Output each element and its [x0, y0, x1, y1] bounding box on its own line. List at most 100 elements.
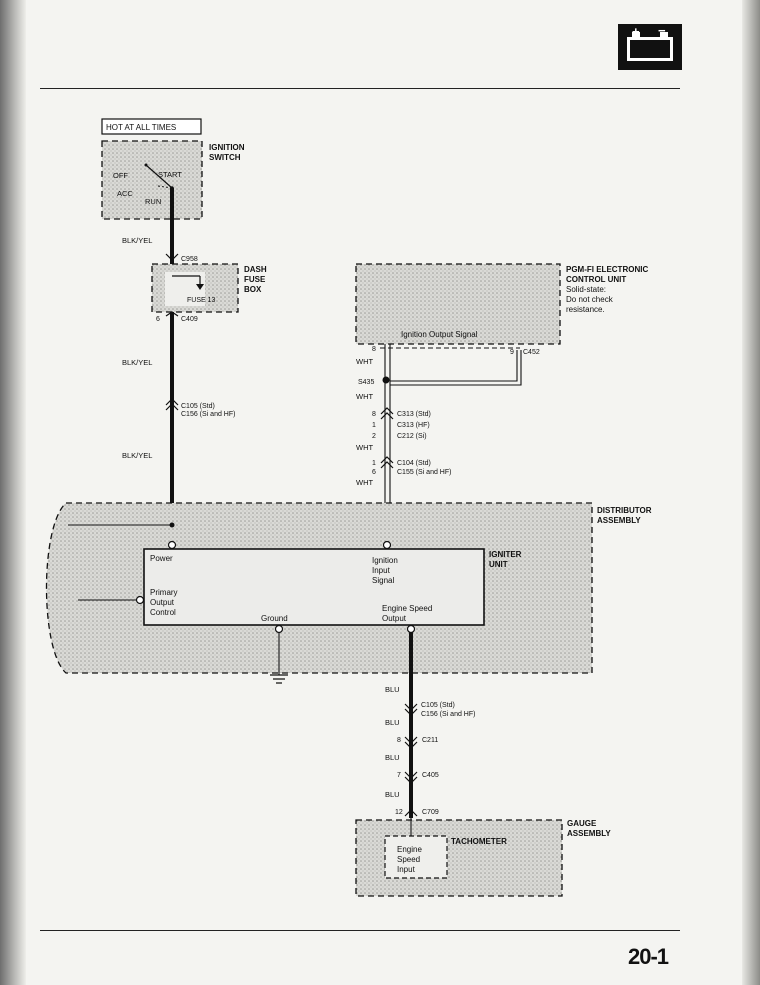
hot-at-all-times-box: [101, 118, 202, 135]
connector-pin: 6: [372, 469, 376, 476]
igniter-terminal-ground: Ground: [261, 614, 288, 623]
distributor-label: ASSEMBLY: [597, 516, 641, 525]
tachometer-label: TACHOMETER: [451, 837, 507, 846]
ground-icon: [270, 674, 288, 684]
connector-c156-si-hf: C156 (Si and HF): [181, 411, 235, 418]
igniter-unit-box: [143, 548, 485, 626]
connector-symbol: [404, 736, 418, 749]
connector-symbol: [404, 703, 418, 716]
header-rule: [40, 88, 680, 89]
page-edge-shadow: [742, 0, 760, 985]
connector-symbol: [380, 407, 394, 420]
connector-pin: 1: [372, 422, 376, 429]
connector-c313-std: C313 (Std): [397, 411, 431, 418]
ignition-switch-label: SWITCH: [209, 153, 241, 162]
connector-symbol: [380, 456, 394, 469]
igniter-terminal-ignition-input: Signal: [372, 576, 394, 585]
wire-color-label: BLU: [385, 790, 400, 799]
connector-pin: 9: [510, 349, 514, 356]
ecu-note: Do not check: [566, 295, 614, 304]
gauge-assembly-label: ASSEMBLY: [567, 829, 611, 838]
terminal-ignition-input: [382, 540, 392, 550]
switch-position-start: START: [158, 170, 182, 179]
junction-dot: [169, 522, 175, 528]
connector-c156-si-hf: C156 (Si and HF): [421, 711, 475, 718]
dash-fuse-box-label: FUSE: [244, 275, 266, 284]
switch-lever: [145, 164, 173, 189]
switch-position-acc: ACC: [117, 189, 133, 198]
igniter-terminal-power: Power: [150, 554, 173, 563]
wire-color-label: WHT: [356, 392, 373, 401]
ecu-label: PGM-FI ELECTRONIC: [566, 265, 648, 274]
ecu-note: Solid-state:: [566, 285, 606, 294]
wire-color-label: BLK/YEL: [122, 451, 152, 460]
igniter-unit-label: UNIT: [489, 560, 508, 569]
connector-symbol: [165, 398, 179, 411]
igniter-terminal-engine-speed: Output: [382, 614, 407, 623]
wire-color-label: BLU: [385, 753, 400, 762]
connector-c709: C709: [422, 809, 439, 816]
battery-icon: +−: [618, 24, 682, 70]
switch-position-off: OFF: [113, 171, 128, 180]
terminal-power: [167, 540, 177, 550]
fuse-area: [165, 272, 205, 306]
ignition-output-signal-label: Ignition Output Signal: [401, 330, 478, 339]
igniter-unit-label: IGNITER: [489, 550, 522, 559]
igniter-terminal-primary: Primary: [150, 588, 178, 597]
dash-fuse-box-label: BOX: [244, 285, 262, 294]
connector-pin: 1: [372, 460, 376, 467]
connector-pin: 7: [397, 772, 401, 779]
connector-c958: C958: [181, 256, 198, 263]
connector-pin: 8: [397, 737, 401, 744]
igniter-terminal-ignition-input: Input: [372, 566, 391, 575]
footer-rule: [40, 930, 680, 931]
wire-color-label: BLU: [385, 718, 400, 727]
dash-fuse-box-label: DASH: [244, 265, 267, 274]
wire-color-label: WHT: [356, 357, 373, 366]
hot-at-all-times-label: HOT AT ALL TIMES: [106, 123, 176, 132]
igniter-terminal-engine-speed: Engine Speed: [382, 604, 432, 613]
connector-c104-std: C104 (Std): [397, 460, 431, 467]
connector-c105-std: C105 (Std): [181, 403, 215, 410]
connector-c452: C452: [523, 349, 540, 356]
connector-symbol: [404, 809, 418, 817]
page-binding-shadow: [0, 0, 26, 985]
connector-c155-si-hf: C155 (Si and HF): [397, 469, 451, 476]
connector-c313-hf: C313 (HF): [397, 422, 430, 429]
tach-input-label: Engine: [397, 845, 422, 854]
splice-label: S435: [358, 379, 374, 386]
ecu-box: [355, 263, 561, 345]
ignition-switch-box: [101, 140, 203, 220]
terminal-ground: [274, 624, 284, 634]
gauge-assembly-label: GAUGE: [567, 819, 597, 828]
wire-color-label: BLK/YEL: [122, 358, 152, 367]
connector-symbol: [404, 771, 418, 784]
connector-symbol: [165, 311, 179, 317]
igniter-terminal-primary: Output: [150, 598, 175, 607]
connector-pin: 8: [372, 346, 376, 353]
connector-pin: 12: [395, 809, 403, 816]
switch-contact: [144, 163, 148, 167]
connector-symbol: [165, 253, 179, 261]
ignition-switch-label: IGNITION: [209, 143, 245, 152]
connector-pin: 8: [372, 411, 376, 418]
wire-color-label: WHT: [356, 443, 373, 452]
ecu-label: CONTROL UNIT: [566, 275, 626, 284]
igniter-terminal-ignition-input: Ignition: [372, 556, 398, 565]
connector-c211: C211: [422, 737, 438, 744]
wire-color-label: BLU: [385, 685, 400, 694]
tachometer-box: [384, 835, 448, 879]
page-number: 20-1: [628, 944, 669, 969]
tach-input-label: Input: [397, 865, 416, 874]
terminal-engine-speed: [406, 624, 416, 634]
connector-c105-std: C105 (Std): [421, 702, 455, 709]
distributor-label: DISTRIBUTOR: [597, 506, 652, 515]
connector-pin: 2: [372, 433, 376, 440]
wht-wire-c452: [390, 350, 522, 386]
splice-s435: [382, 376, 390, 384]
connector-pin: 6: [156, 316, 160, 323]
wire-color-label: WHT: [356, 478, 373, 487]
terminal-primary: [135, 595, 145, 605]
wht-wire: [384, 344, 391, 533]
